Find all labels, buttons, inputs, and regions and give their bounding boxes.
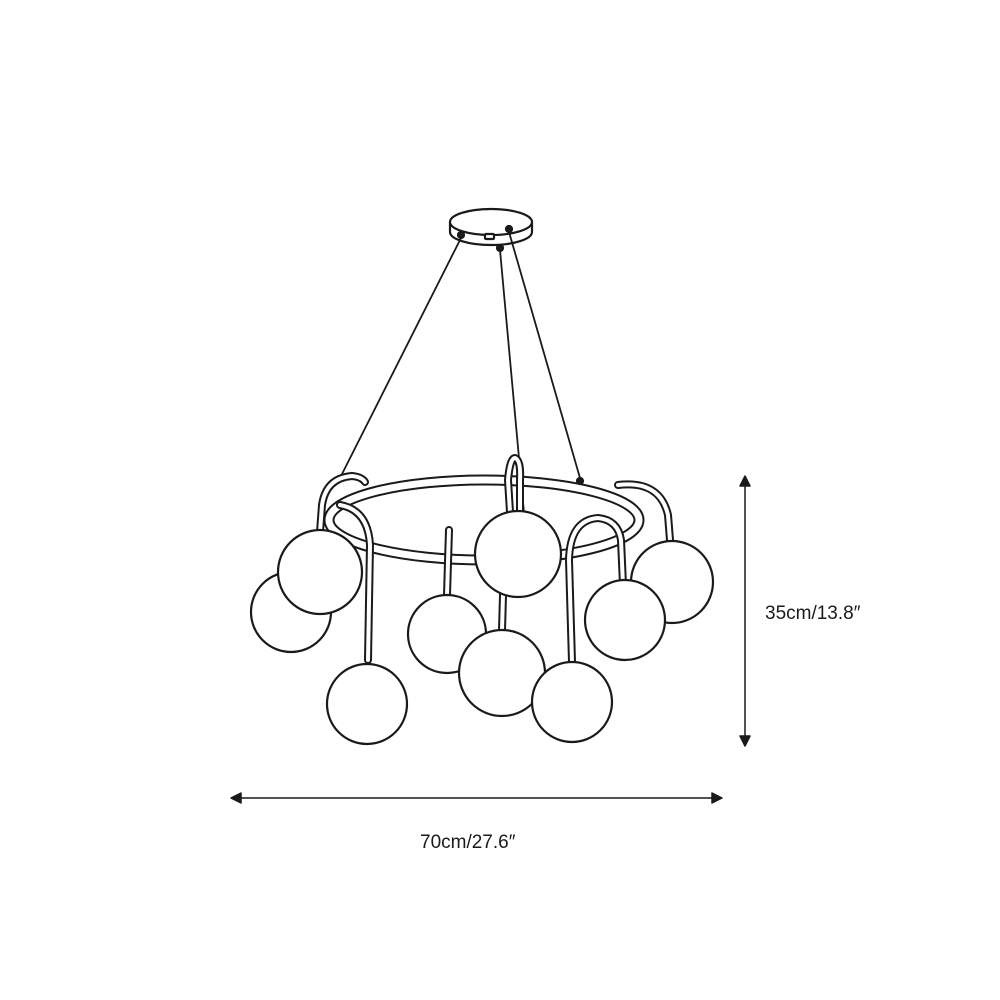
globe-arms [316,454,674,666]
globe-bottom-left [325,662,409,746]
ceiling-canopy [448,207,534,253]
globe-bottom-right [530,660,614,744]
suspension-cables [339,231,581,514]
height-dimension-label: 35cm/13.8″ [765,603,861,624]
width-dimension-arrow [230,792,723,804]
globe-right-middle [583,578,667,662]
globe-center-top [473,509,563,599]
width-dimension-label: 70cm/27.6″ [420,832,516,853]
globe-front-left-upper [276,528,364,616]
height-dimension-arrow [739,475,751,747]
